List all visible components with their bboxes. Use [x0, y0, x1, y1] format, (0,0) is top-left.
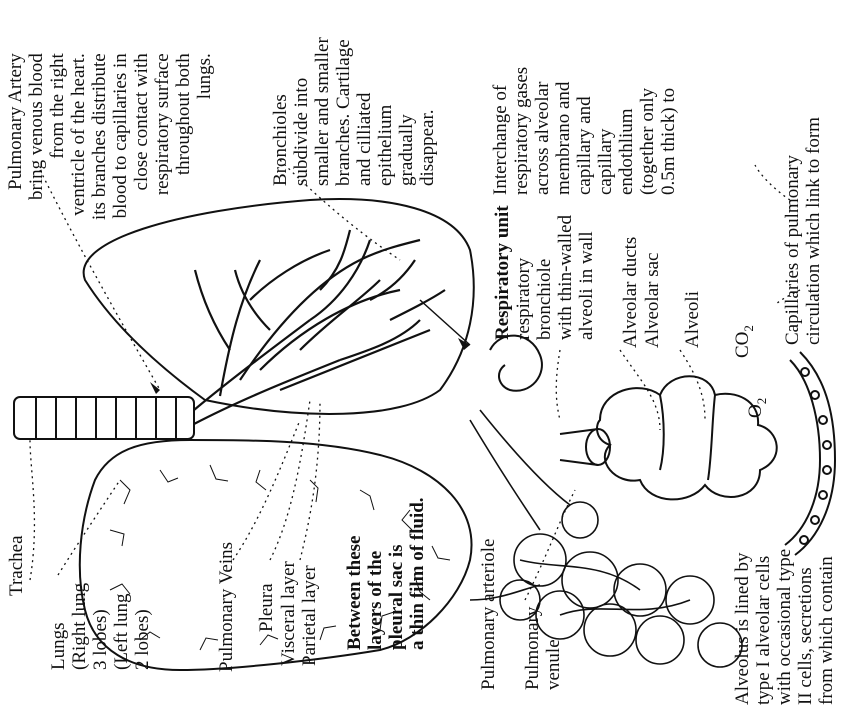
label-pleura: Pleura: [256, 583, 277, 632]
label-o2: O2: [745, 398, 772, 418]
label-pulmonary-venule: Pulmonary venule: [522, 607, 564, 690]
label-alveolar-sac: Alveolar sac: [642, 253, 663, 348]
label-pulmonary-artery: Pulmonary Artery bring venous blood from…: [5, 53, 215, 220]
bronchial-tree: [194, 230, 445, 424]
label-capillaries: Capillaries of pulmonary circulation whi…: [782, 117, 824, 345]
label-pulmonary-veins: Pulmonary Veins: [216, 542, 237, 672]
alveolar-duct-drawing: [560, 429, 610, 465]
label-alveolar-ducts: Alveolar ducts: [620, 237, 641, 348]
respiratory-unit-pointer: [420, 300, 470, 345]
alveolar-sac-drawing: [597, 376, 777, 499]
label-pleural-fluid: Between these layers of the pleural sac …: [344, 497, 428, 650]
label-pulmonary-arteriole: Pulmonary arteriole: [478, 539, 499, 690]
label-alveoli: Alveoli: [682, 291, 703, 348]
label-respiratory-unit: Respiratory unit respiratory bronchiole …: [492, 205, 597, 340]
arrowheads: [150, 338, 470, 394]
label-alveolus-lining: Alveolus is lined by type I alveolar cel…: [732, 549, 837, 705]
label-co2: CO2: [732, 325, 759, 358]
trachea-drawing: [14, 397, 194, 439]
alveoli-capillary-network: [470, 410, 742, 667]
label-parietal-layer: Parietal layer: [299, 565, 320, 666]
label-gas-exchange: Interchange of respiratory gases across …: [490, 67, 679, 195]
capillary-drawing: [785, 352, 835, 555]
label-visceral-layer: Visceral layer: [278, 561, 299, 666]
label-lungs: Lungs (Right lung 3 lobes) (Left lung 2 …: [48, 583, 153, 670]
label-bronchioles: Bronchioles subdivide into smaller and s…: [270, 37, 438, 186]
label-trachea: Trachea: [6, 536, 27, 597]
respiratory-bronchiole-drawing: [490, 336, 542, 391]
